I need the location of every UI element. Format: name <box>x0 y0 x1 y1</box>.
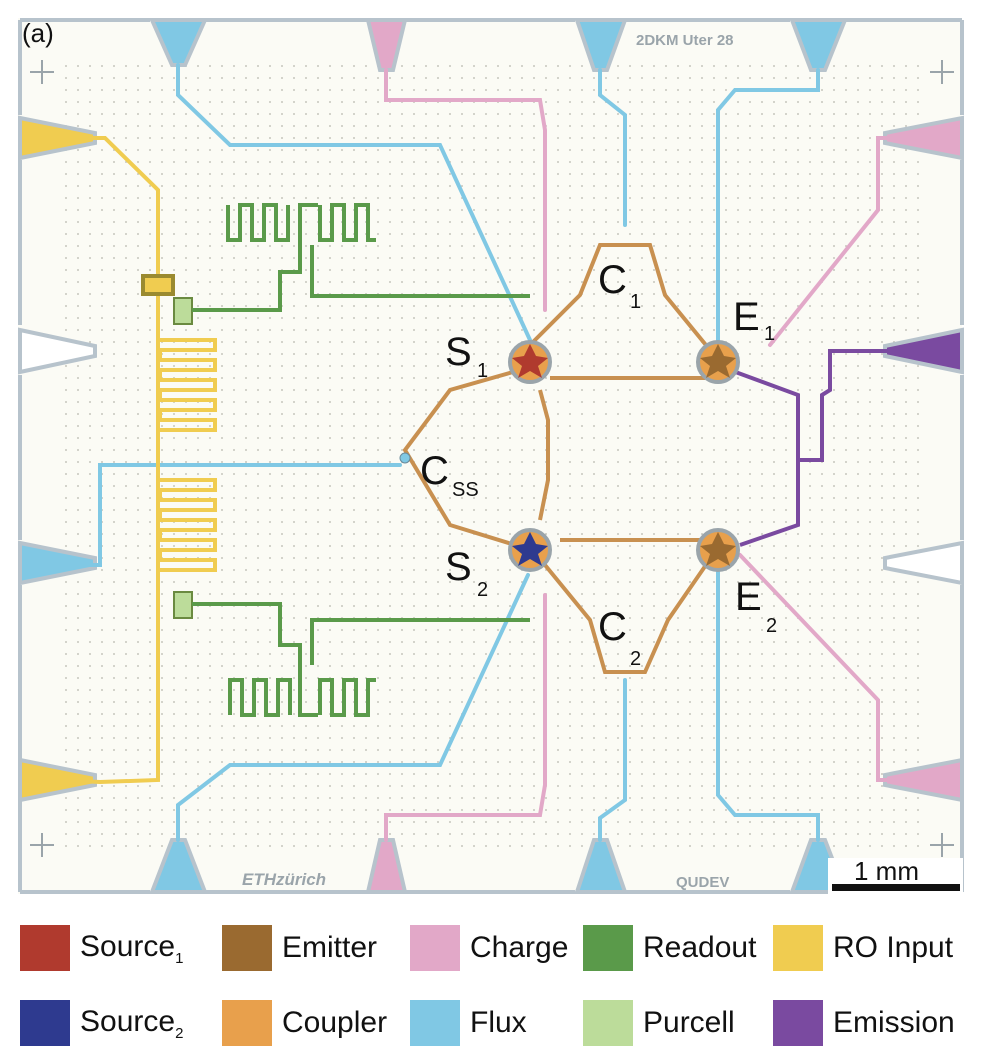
qubit-s1 <box>508 340 552 384</box>
qubit-e2 <box>696 528 740 572</box>
legend-label: RO Input <box>833 931 954 964</box>
legend-item-emission: Emission <box>773 995 955 1051</box>
legend-label: Purcell <box>643 1006 735 1039</box>
scale-bar-label: 1 mm <box>854 856 919 886</box>
legend-swatch <box>773 925 823 971</box>
legend: Source1 Emitter Charge Readout RO Input … <box>0 905 1001 1055</box>
legend-swatch <box>20 1000 70 1046</box>
legend-item-emitter: Emitter <box>222 920 377 976</box>
label-e1: E <box>733 295 760 339</box>
legend-item-flux: Flux <box>410 995 527 1051</box>
emission-lines <box>729 349 900 547</box>
flux-lines <box>56 63 820 842</box>
legend-label: Emission <box>833 1006 955 1039</box>
qubit-e1 <box>696 340 740 384</box>
label-e2: E <box>735 575 762 619</box>
legend-item-purcell: Purcell <box>583 995 735 1051</box>
label-s1: S <box>445 330 472 374</box>
legend-swatch <box>410 1000 460 1046</box>
label-c2: C <box>598 605 627 649</box>
legend-label: Source1 <box>80 929 184 967</box>
label-c1-sub: 1 <box>630 291 641 313</box>
legend-label: Emitter <box>282 931 378 964</box>
label-c2-sub: 2 <box>630 648 641 670</box>
legend-item-charge: Charge <box>410 920 568 976</box>
chip-dot-grid <box>60 60 920 850</box>
legend-item-source1: Source1 <box>20 920 183 976</box>
legend-item-coupler: Coupler <box>222 995 387 1051</box>
legend-swatch <box>583 925 633 971</box>
scale-bar <box>832 884 960 891</box>
legend-item-ro-input: RO Input <box>773 920 953 976</box>
chip-id-label: 2DKM Uter 28 <box>636 32 734 49</box>
readout-resonators <box>192 203 530 717</box>
legend-swatch <box>410 925 460 971</box>
legend-label: Coupler <box>282 1006 388 1039</box>
legend-label: Source2 <box>80 1004 184 1042</box>
coupler-css-junction <box>399 452 411 464</box>
legend-label: Flux <box>470 1006 527 1039</box>
coupler-lines <box>402 243 712 674</box>
charge-lines <box>384 68 902 842</box>
label-css: C <box>420 449 449 493</box>
label-e1-sub: 1 <box>764 323 775 345</box>
legend-swatch <box>773 1000 823 1046</box>
qudev-logo: QUDEV <box>676 874 729 891</box>
qubit-s2 <box>508 528 552 572</box>
panel-label: (a) <box>22 18 54 48</box>
legend-label: Readout <box>643 931 757 964</box>
legend-item-source2: Source2 <box>20 995 183 1051</box>
bond-pads <box>18 18 964 894</box>
legend-swatch <box>583 1000 633 1046</box>
label-s2-sub: 2 <box>477 579 488 601</box>
legend-label: Charge <box>470 931 569 964</box>
label-s1-sub: 1 <box>477 360 488 382</box>
label-e2-sub: 2 <box>766 615 777 637</box>
ro-input-lines <box>57 136 217 785</box>
label-css-sub: SS <box>452 479 479 501</box>
legend-swatch <box>222 1000 272 1046</box>
legend-swatch <box>222 925 272 971</box>
label-c1: C <box>598 258 627 302</box>
legend-swatch <box>20 925 70 971</box>
legend-item-readout: Readout <box>583 920 756 976</box>
eth-logo: ETHzürich <box>242 870 326 889</box>
alignment-marks <box>30 60 954 857</box>
label-s2: S <box>445 545 472 589</box>
